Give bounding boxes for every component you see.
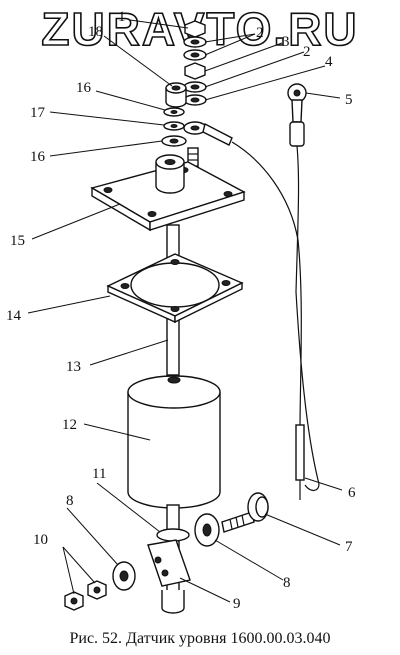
bracket-9	[147, 539, 191, 587]
callout-8-right: 8	[283, 575, 291, 591]
callout-13: 13	[66, 359, 81, 375]
washer-8-right	[194, 513, 220, 547]
callout-2-lower: 2	[303, 44, 311, 60]
ring-terminal-5	[287, 83, 307, 293]
callout-1: 1	[118, 9, 126, 25]
callout-7: 7	[345, 539, 353, 555]
callout-3: 3	[282, 34, 290, 50]
terminal-4	[183, 121, 233, 146]
callout-16-upper: 16	[76, 80, 92, 96]
leader-lines	[27, 19, 343, 603]
figure-caption: Рис. 52. Датчик уровня 1600.00.03.040	[69, 630, 330, 647]
callout-8-left: 8	[66, 493, 74, 509]
callout-16-lower: 16	[30, 149, 46, 165]
nut-1	[184, 20, 206, 38]
nuts-10	[64, 580, 107, 611]
float-12	[127, 375, 221, 509]
top-fastener-stack	[183, 20, 207, 106]
callout-9: 9	[233, 596, 241, 612]
rod-end	[161, 590, 185, 614]
flange-15	[90, 154, 246, 232]
nut-3	[184, 62, 206, 80]
callout-18: 18	[88, 24, 103, 40]
wire-sleeve	[295, 424, 305, 481]
callout-14: 14	[6, 308, 22, 324]
bolt-7	[221, 492, 269, 533]
stop-ring-11	[156, 528, 190, 542]
callout-6: 6	[348, 485, 356, 501]
callout-12: 12	[62, 417, 77, 433]
callout-4: 4	[325, 54, 333, 70]
callout-17: 17	[30, 105, 46, 121]
callout-2-upper: 2	[256, 25, 264, 41]
washer-8-left	[112, 561, 136, 591]
callouts: 1 2 3 2 4 5 18 16 17 16 15 14 13 12 11 6…	[6, 9, 356, 612]
callout-5: 5	[345, 92, 353, 108]
bushing-18	[165, 82, 187, 108]
callout-15: 15	[10, 233, 25, 249]
gasket-14	[106, 253, 244, 324]
callout-11: 11	[92, 466, 106, 482]
callout-10: 10	[33, 532, 48, 548]
